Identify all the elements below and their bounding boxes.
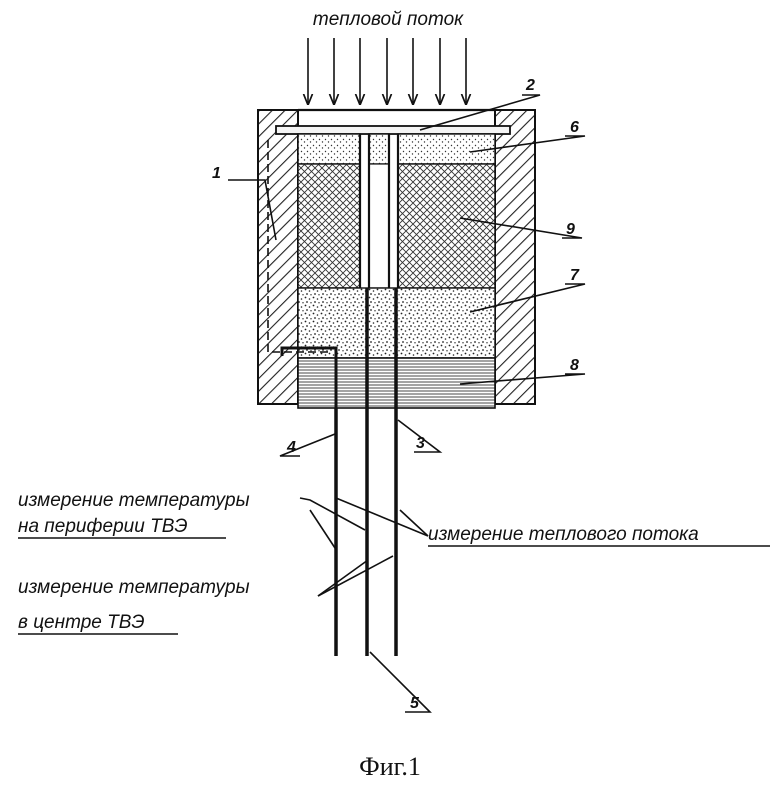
layer-6-mid (368, 133, 390, 165)
leader-lines (228, 94, 586, 713)
part-number-9: 9 (566, 221, 575, 238)
center-gap (368, 163, 390, 289)
part-number-4: 4 (286, 439, 296, 456)
pointer-periphery-b (309, 509, 336, 549)
pointer-periphery-a (299, 497, 366, 531)
thermocouple-1 (267, 140, 330, 353)
leader-7 (469, 283, 586, 313)
annotation-pointers (299, 497, 429, 597)
pointer-flow-a (399, 509, 429, 537)
housing-wall-left (257, 109, 299, 405)
leader-1 (228, 179, 277, 241)
layer-6-right (397, 133, 496, 165)
pointer-center-b (317, 555, 394, 597)
leader-9 (459, 217, 583, 239)
heat-flow-label: тепловой поток (313, 9, 464, 30)
leader-5 (369, 651, 432, 713)
part-number-8: 8 (570, 357, 579, 374)
leader-4 (279, 433, 336, 457)
wire-leads (334, 288, 398, 656)
thermocouple-4-bend (280, 346, 338, 410)
annotation-temp-center-line1: измерение температуры (18, 577, 250, 598)
figure-caption: Фиг.1 (359, 752, 421, 781)
block-9-left (297, 163, 361, 289)
part-number-1: 1 (212, 165, 221, 182)
leader-2 (419, 94, 541, 131)
annotation-heat-flow-measure: измерение теплового потока (428, 524, 699, 545)
leader-8 (459, 373, 586, 385)
part-number-2: 2 (525, 77, 535, 94)
housing-wall-right (494, 109, 536, 405)
annotation-temp-periphery-line1: измерение температуры (18, 490, 250, 511)
part-number-3: 3 (416, 435, 425, 452)
pointer-flow-b (335, 497, 429, 537)
central-stem (358, 134, 400, 288)
block-9-right (397, 163, 496, 289)
part-number-5: 5 (410, 695, 420, 712)
part-number-6: 6 (570, 119, 579, 136)
leader-6 (469, 135, 586, 153)
annotation-temp-center-line2: в центре ТВЭ (18, 612, 145, 633)
pointer-center-a (317, 559, 369, 597)
plate-2 (275, 125, 511, 135)
leader-3 (397, 419, 443, 453)
part-number-7: 7 (570, 267, 580, 284)
annotation-temp-periphery-line2: на периферии ТВЭ (18, 516, 188, 537)
heat-flow-arrows (308, 38, 466, 104)
layer-6-left (297, 133, 361, 165)
